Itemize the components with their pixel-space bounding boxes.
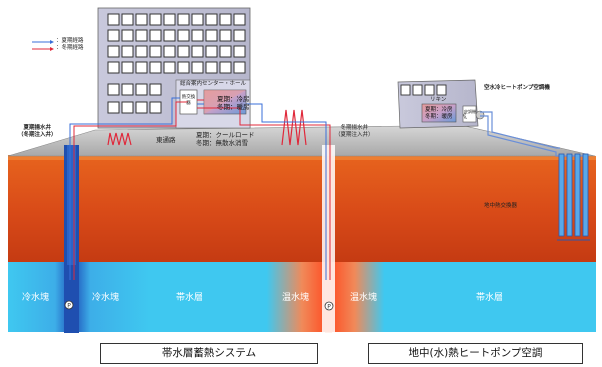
building-window: [163, 45, 176, 58]
building-window: [191, 29, 204, 42]
road-pipes-right: [281, 109, 307, 146]
left-well-label: 夏期揚水井 （冬期注入井）: [18, 125, 57, 139]
building-window: [219, 45, 232, 58]
building-window: [135, 13, 148, 26]
ritsun-label: リキン: [430, 97, 447, 103]
building-window: [233, 45, 246, 58]
building-window: [149, 13, 162, 26]
pump-right-label: P: [327, 304, 331, 311]
building-window: [149, 101, 162, 114]
cold-mass-1: 冷水塊: [22, 293, 50, 303]
building-window: [107, 45, 120, 58]
building-window: [163, 29, 176, 42]
ground-surface: [7, 125, 596, 157]
building-window: [149, 29, 162, 42]
hp-building-label: 空水冷ヒートポンプ空調機: [484, 85, 550, 91]
building-window: [233, 61, 246, 74]
ac-mode-label: 夏期：冷房 冬期：暖房: [217, 95, 250, 112]
building-window: [219, 13, 232, 26]
building-window: [219, 61, 232, 74]
east-road-label: 東通路: [156, 136, 176, 144]
legend-winter-label: ：冬期経路: [56, 45, 84, 51]
caption-aquifer-system: 帯水層蓄熱システム: [100, 343, 318, 364]
building-window: [177, 61, 190, 74]
caption-heatpump-system: 地中(水)熱ヒートポンプ空調: [368, 343, 583, 364]
building-window: [191, 61, 204, 74]
hp-mode-label: 夏期：冷房 冬期：暖房: [425, 107, 453, 121]
hall-label: 総合案内センター・ホール: [180, 81, 247, 87]
right-well-label: 冬期揚水井 （夏期注入井）: [335, 125, 374, 139]
pump-left-label: P: [67, 303, 71, 310]
building-window: [177, 13, 190, 26]
building-window: [107, 101, 120, 114]
building-window: [107, 83, 120, 96]
heat-exchanger-label: 熱交換器: [181, 95, 196, 106]
cool-road-label: 夏期：クールロード 冬期：無散水消雪: [196, 131, 255, 148]
building-window: [205, 61, 218, 74]
building-window: [135, 83, 148, 96]
building-window: [191, 45, 204, 58]
building-window: [149, 83, 162, 96]
aquifer-layer-2-label: 帯水層: [476, 293, 504, 303]
building-window: [121, 29, 134, 42]
legend: [32, 40, 54, 51]
building-window: [121, 13, 134, 26]
ground-heat-exchanger: [480, 111, 590, 241]
building-window: [205, 13, 218, 26]
heatpump-building: 《: [397, 79, 485, 129]
building-window: [177, 45, 190, 58]
pump-left: [64, 300, 74, 310]
warm-mass-2: 温水塊: [350, 293, 378, 303]
building-window: [205, 45, 218, 58]
building-window: [233, 29, 246, 42]
building-window: [177, 29, 190, 42]
hp-unit-label: 空調機: [464, 109, 476, 114]
building-window: [121, 61, 134, 74]
legend-summer-label: ：夏期経路: [56, 38, 84, 44]
svg-text:《: 《: [459, 111, 467, 120]
building-window: [107, 29, 120, 42]
building-window: [163, 13, 176, 26]
building-window: [135, 29, 148, 42]
building-window: [135, 101, 148, 114]
road-pipes-left: [107, 132, 132, 146]
building-window: [149, 45, 162, 58]
cold-mass-2: 冷水塊: [92, 293, 120, 303]
building-window: [163, 61, 176, 74]
building-window: [191, 13, 204, 26]
building-window: [135, 61, 148, 74]
building-window: [107, 61, 120, 74]
building-window: [121, 83, 134, 96]
building-window: [219, 29, 232, 42]
building-window: [205, 29, 218, 42]
geo-hx-label: 地中熱交換器: [484, 203, 518, 209]
pipe-routes: [69, 97, 331, 280]
warm-mass-1: 温水塊: [282, 293, 310, 303]
building-window: [121, 101, 134, 114]
aquifer-layer: [8, 262, 596, 332]
aquifer-layer-1-label: 帯水層: [176, 293, 204, 303]
soil-layer: [8, 152, 596, 264]
building-window: [233, 13, 246, 26]
pump-right: [324, 301, 334, 311]
building-window: [107, 13, 120, 26]
building-window: [149, 61, 162, 74]
building-window: [135, 45, 148, 58]
building-window: [121, 45, 134, 58]
